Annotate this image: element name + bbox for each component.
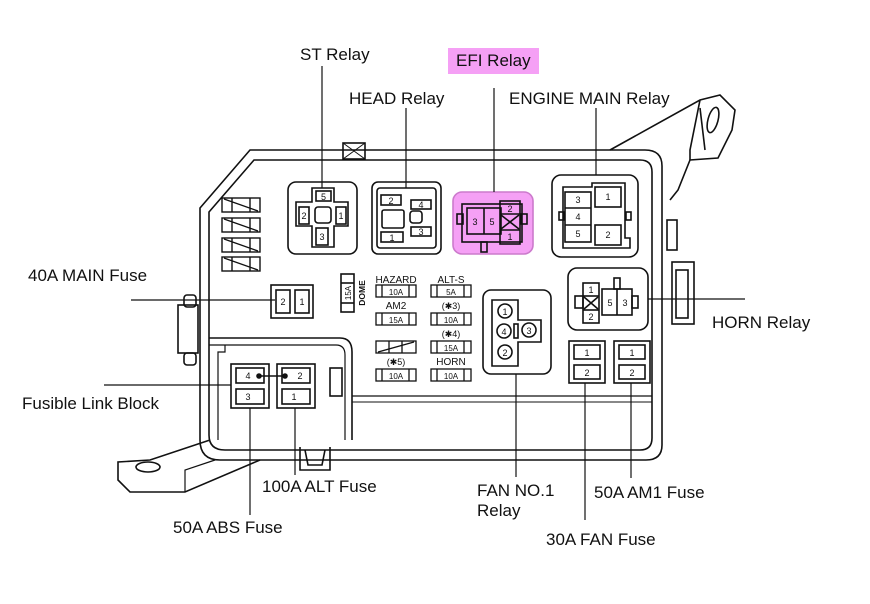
fuse-rating: 15A [344,285,353,300]
pin-label: 3 [622,298,627,308]
pin-label: 1 [629,348,634,358]
label-fan-relay-line1: FAN NO.1 [477,481,555,500]
fuse-name: AM2 [386,301,407,312]
pin-label: 5 [607,298,612,308]
fuse-name: ALT-S [437,275,464,286]
fuse-rating: 15A [444,344,459,353]
efi-relay[interactable]: 3 5 2 1 [452,191,534,255]
leader-lines [104,66,745,520]
spare-fuse-slot [375,340,417,354]
pin-label: 5 [575,229,580,239]
pin-label: 4 [245,371,250,381]
fuse-name: (✱3) [442,301,461,311]
pin-label: 1 [502,307,507,317]
fuse-star3[interactable]: 10A [430,312,472,326]
fuse-horn[interactable]: 10A [430,368,472,382]
fuse-rating: 5A [446,288,456,297]
pin-label: 2 [388,196,393,206]
label-alt-fuse-100a: 100A ALT Fuse [262,477,377,496]
fuse-hazard[interactable]: 10A [375,284,417,298]
label-fan-relay-line2: Relay [477,501,521,520]
fuse-star4[interactable]: 15A [430,340,472,354]
pin-label: 1 [338,211,343,221]
housing [117,94,736,493]
fuse-rating: 10A [389,372,404,381]
fuse-name: HORN [436,357,465,368]
pin-label: 3 [319,232,324,242]
pin-label: 2 [584,368,589,378]
pin-label: 1 [291,392,296,402]
fuse-alt-s[interactable]: 5A [430,284,472,298]
pin-label: 3 [245,392,250,402]
pin-label: 3 [472,217,477,227]
fan-no1-relay[interactable]: 1 4 3 2 [482,289,552,375]
fan-fuse-30a[interactable]: 1 2 [568,340,606,384]
fuse-rating: 10A [389,288,404,297]
fuse-name: (✱5) [387,357,406,367]
engine-main-relay[interactable]: 3 4 5 1 2 [551,174,639,258]
pin-label: 4 [501,327,506,337]
fusible-link-block[interactable] [209,337,652,440]
pin-label: 1 [299,297,304,307]
label-am1-fuse-50a: 50A AM1 Fuse [594,483,705,502]
fuse-name: DOME [357,280,367,306]
horn-relay[interactable]: 1 2 5 3 [567,267,649,331]
fuse-rating: 15A [389,316,404,325]
label-fan-fuse-30a: 30A FAN Fuse [546,530,656,549]
pin-label: 1 [584,348,589,358]
pin-label: 3 [418,227,423,237]
label-st-relay: ST Relay [300,45,370,64]
st-relay[interactable]: 5 2 1 3 [287,181,358,255]
label-abs-fuse-50a: 50A ABS Fuse [173,518,283,537]
pin-label: 2 [301,211,306,221]
pin-label: 5 [321,192,326,202]
pin-label: 2 [297,371,302,381]
label-engine-main-relay: ENGINE MAIN Relay [509,89,670,108]
pin-label: 2 [605,230,610,240]
pin-label: 1 [605,192,610,202]
alt-fuse-100a[interactable]: 2 1 [256,363,316,409]
fuse-rating: 10A [444,372,459,381]
pin-label: 2 [280,297,285,307]
pin-label: 4 [575,212,580,222]
pin-label: 1 [389,233,394,243]
fuse-name: HAZARD [375,275,416,286]
fuse-am2[interactable]: 15A [375,312,417,326]
pin-label: 2 [507,204,512,214]
label-fusible-link-block: Fusible Link Block [22,394,160,413]
pin-label: 5 [489,217,494,227]
pin-label: 2 [588,312,593,322]
label-horn-relay: HORN Relay [712,313,811,332]
pin-label: 2 [502,348,507,358]
fuse-dome[interactable]: 15A DOME [340,273,367,313]
head-relay[interactable]: 2 4 1 3 [371,181,442,255]
pin-label: 1 [588,285,593,295]
pin-label: 3 [526,326,531,336]
fuse-rating: 10A [444,316,459,325]
pin-label: 3 [575,195,580,205]
main-fuse-40a[interactable]: 2 1 [270,284,314,319]
fuse-star5[interactable]: 10A [375,368,417,382]
am1-fuse-50a[interactable]: 1 2 [613,340,651,384]
label-efi-relay: EFI Relay [448,48,539,74]
mini-fuses: HAZARD 10A AM2 15A (✱5) 10A ALT-S 5A (✱3… [375,275,472,382]
pin-label: 4 [418,200,423,210]
pin-label: 1 [507,232,512,242]
spare-fuse-slots [221,197,261,272]
fuse-name: (✱4) [442,329,461,339]
pin-label: 2 [629,368,634,378]
label-main-fuse-40a: 40A MAIN Fuse [28,266,148,285]
abs-fuse-50a[interactable]: 4 3 [230,363,270,409]
label-head-relay: HEAD Relay [349,89,445,108]
